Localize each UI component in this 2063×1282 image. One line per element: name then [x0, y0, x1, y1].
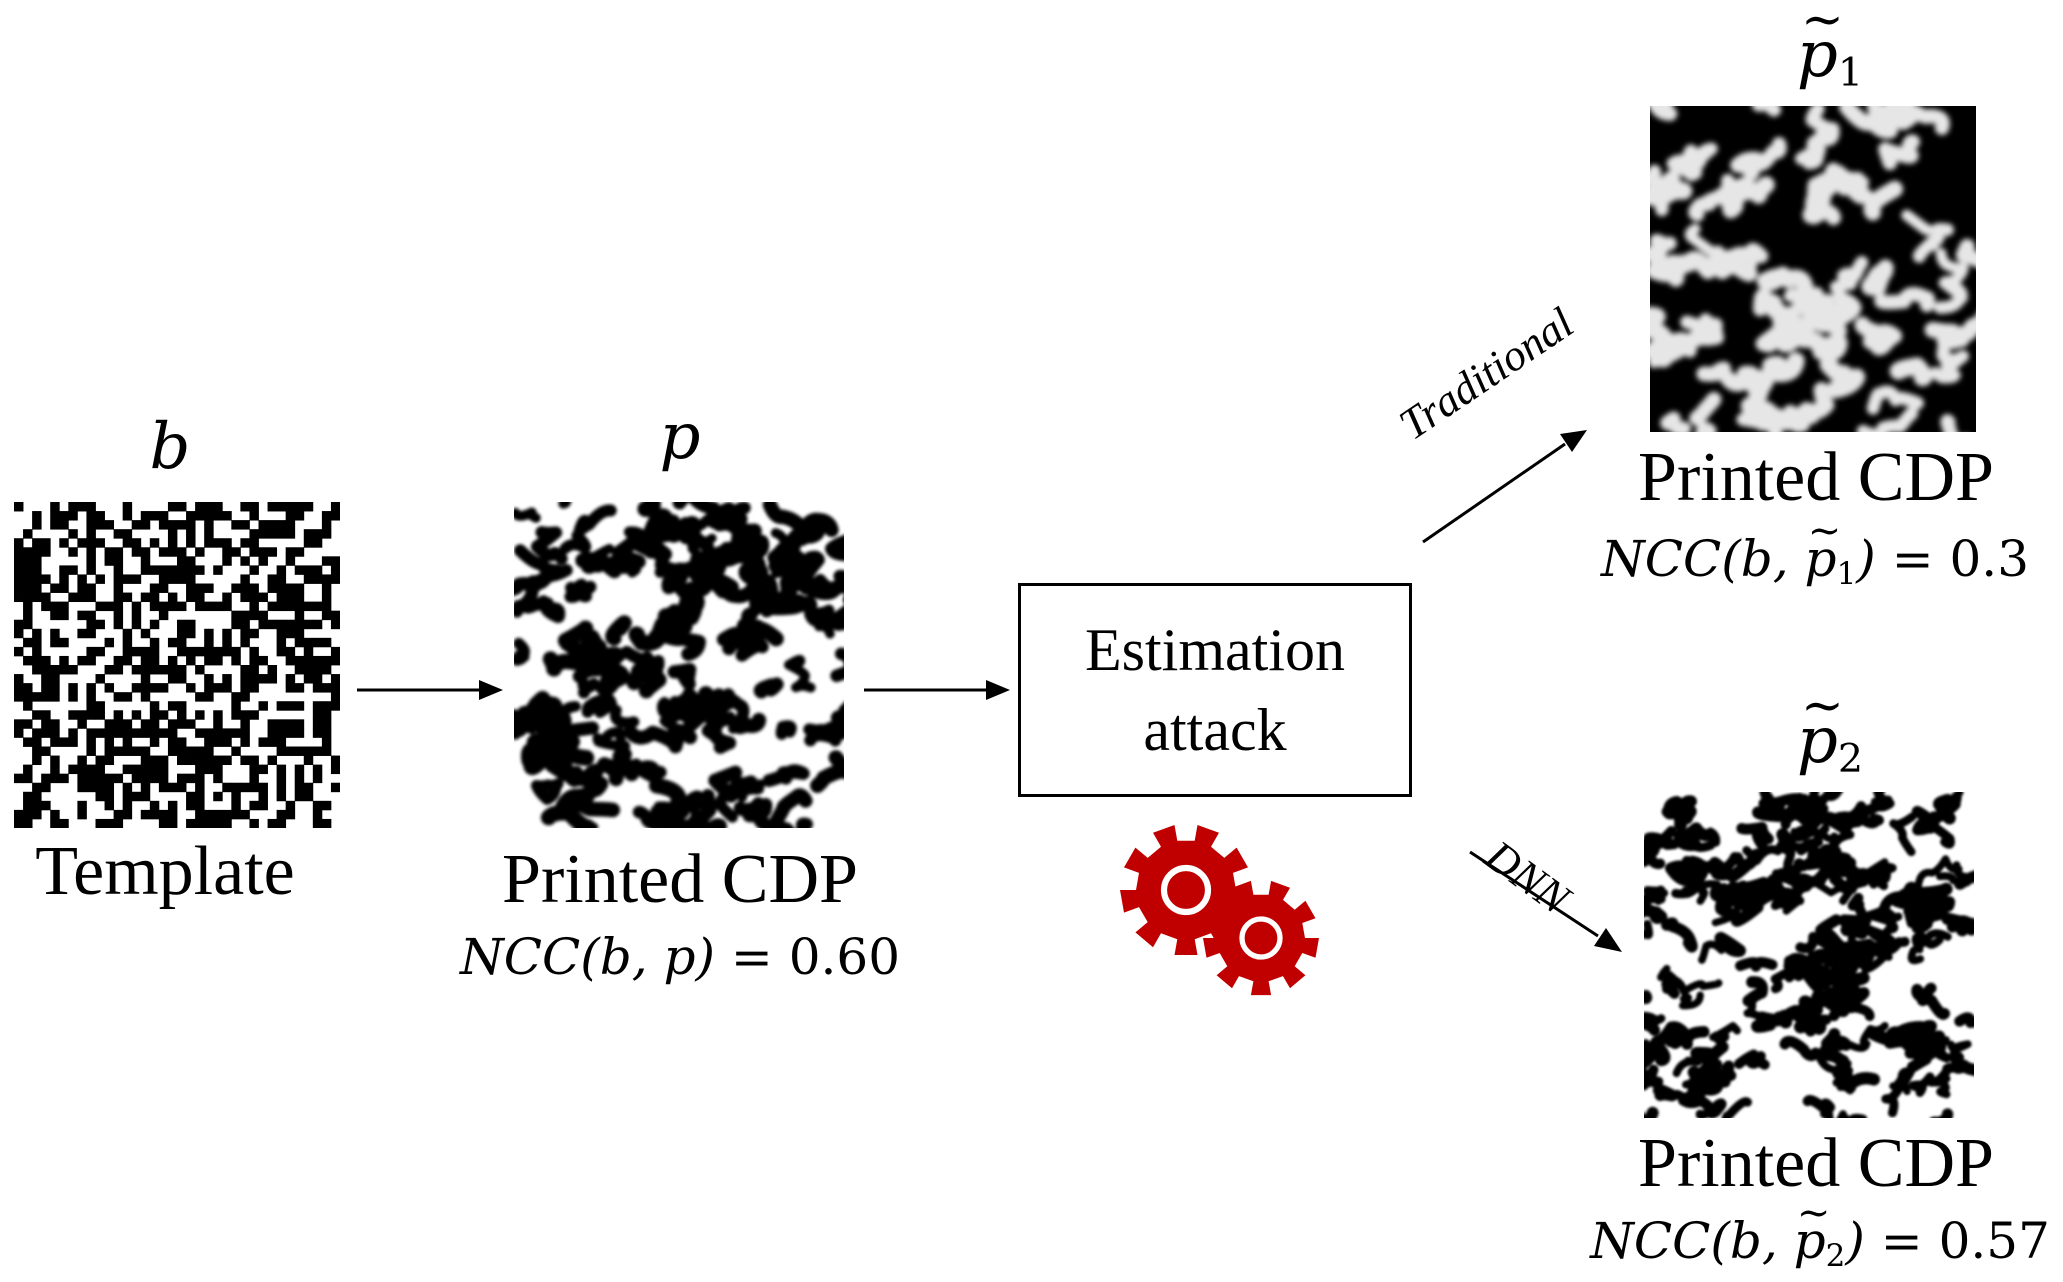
arrow-dnn [1469, 850, 1622, 952]
printed-symbol: p [659, 400, 701, 474]
arrow-traditional [1422, 430, 1587, 544]
arrow-printed-to-attack [864, 680, 1010, 700]
estimate1-caption: Printed CDP [1638, 439, 1994, 516]
estimate2-ncc: NCC(b, p2) = 0.57 [1580, 1190, 2060, 1274]
estimation-attack-box: Estimation attack [1018, 583, 1412, 797]
printed-ncc: NCC(b, p) = 0.60 [459, 928, 901, 986]
estimate1-ncc: NCC(b, p1) = 0.3 [1580, 508, 2050, 592]
estimate2-cdp-image [1644, 792, 1974, 1118]
printed-caption: Printed CDP [502, 841, 858, 918]
template-symbol: b [149, 410, 191, 484]
estimate1-symbol: p1 [1760, 0, 1900, 96]
attack-line-2: attack [1143, 697, 1287, 763]
estimate1-cdp-image [1650, 106, 1976, 432]
template-caption: Template [35, 833, 295, 910]
gears-icon [1120, 825, 1319, 996]
attack-line-1: Estimation [1085, 617, 1345, 683]
template-pattern-image [14, 502, 340, 828]
printed-cdp-image [514, 502, 844, 828]
arrow-template-to-printed [357, 680, 503, 700]
estimate2-symbol: p2 [1760, 676, 1900, 782]
